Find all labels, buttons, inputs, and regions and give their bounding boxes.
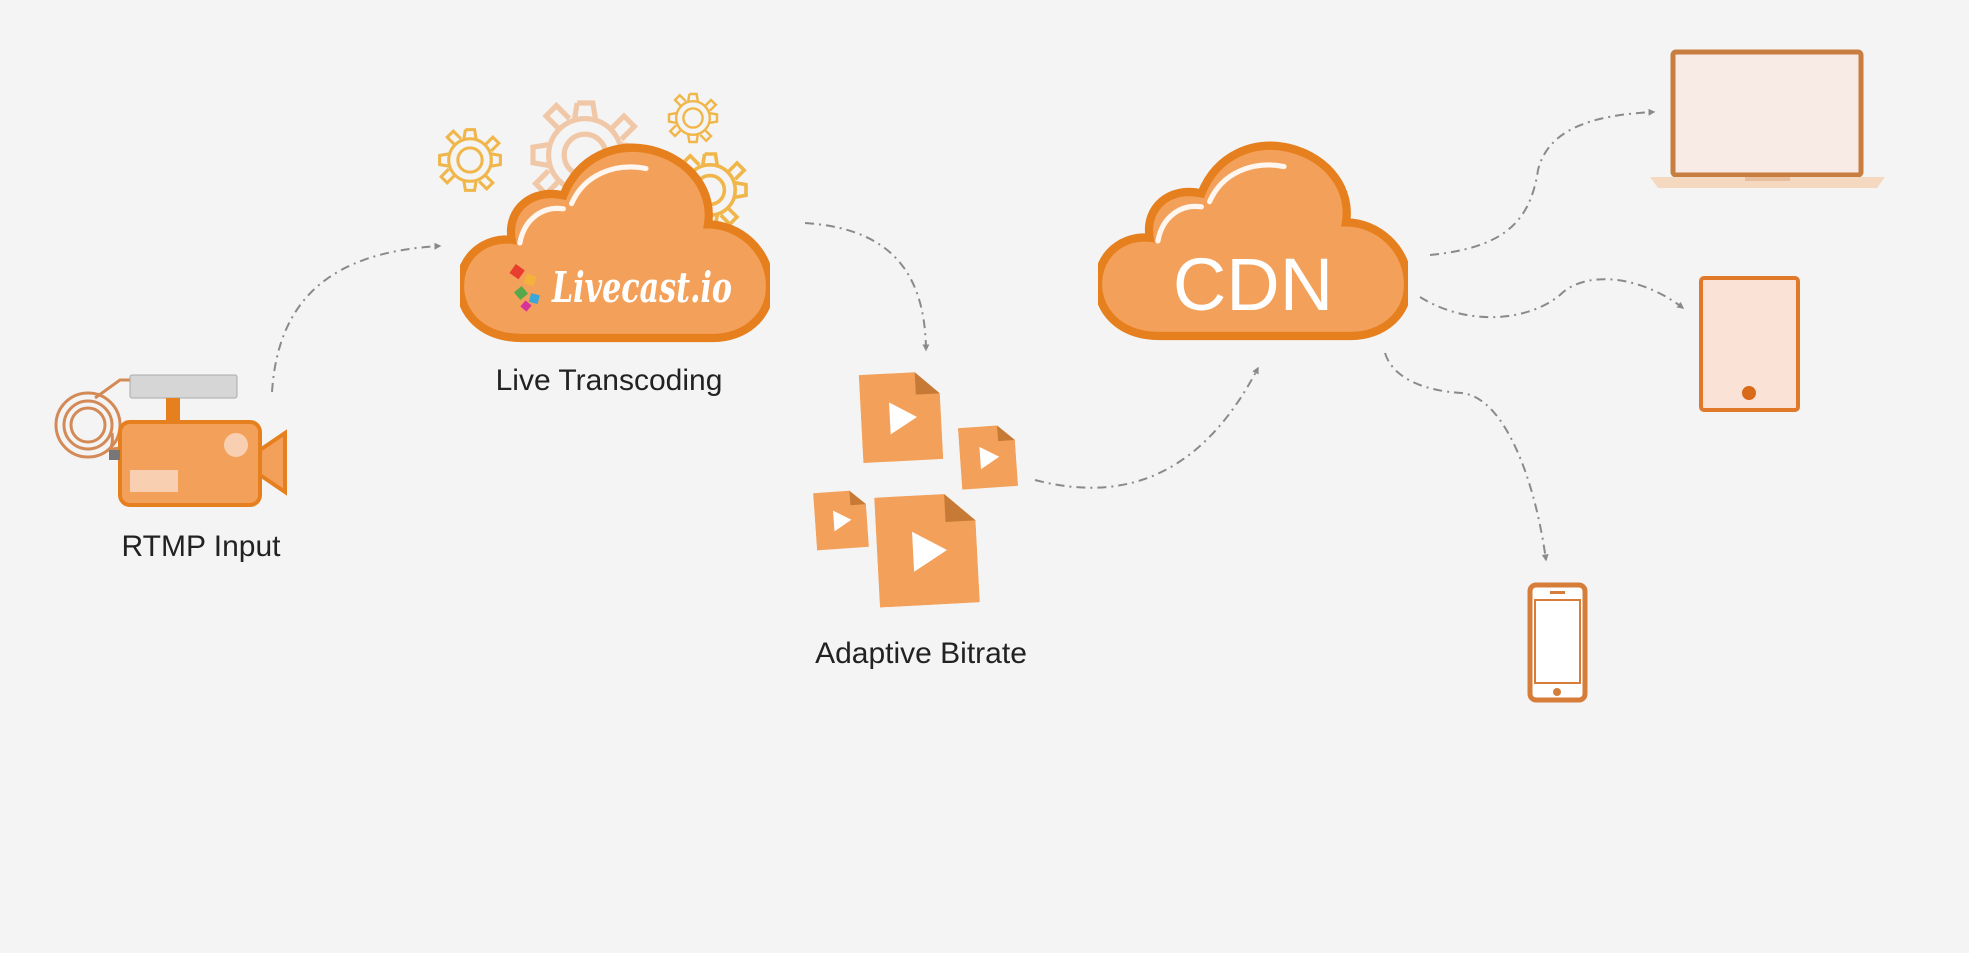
smartphone-icon <box>1527 582 1588 703</box>
tablet-icon <box>1699 276 1800 412</box>
video-camera-icon <box>54 374 287 507</box>
cdn-label: CDN <box>1173 243 1333 326</box>
laptop-icon <box>1650 49 1885 188</box>
link-cdn-to-phone <box>1384 352 1549 562</box>
live-transcoding-label: Live Transcoding <box>496 364 723 397</box>
adaptive-bitrate-label: Adaptive Bitrate <box>815 637 1027 670</box>
link-cdn-to-laptop <box>1429 108 1656 256</box>
video-files-icon <box>813 370 1019 608</box>
link-transcoding-to-bitrate <box>804 222 930 352</box>
rtmp-input-label: RTMP Input <box>122 530 282 563</box>
livecast-logo-icon <box>509 264 540 312</box>
connectors <box>271 108 1685 562</box>
link-bitrate-to-cdn <box>1034 366 1259 489</box>
livecast-brand-text: Livecast.io <box>551 263 732 312</box>
link-camera-to-transcoding <box>271 242 442 393</box>
link-cdn-to-tablet <box>1419 278 1685 319</box>
